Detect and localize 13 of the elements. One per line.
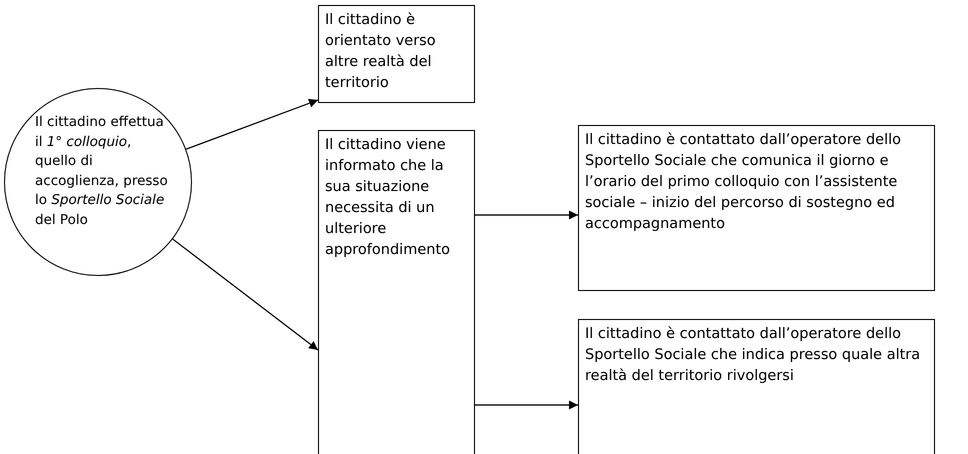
arrow — [475, 400, 578, 410]
node-text: Il cittadino effettua il 1° colloquio, quello di accoglienza, presso lo Sportello Sociale del Polo — [35, 113, 169, 230]
arrow — [186, 98, 318, 150]
node-text: Il cittadino è contattato dall’operatore dello Sportello Sociale che comunica il giorno e l’orario del primo colloquio con l’assistente sociale – inizio del percorso di sostegno ed accompagnamento — [585, 131, 902, 234]
process-box — [578, 125, 935, 291]
node-text: Il cittadino è orientato verso altre realtà del territorio — [325, 11, 437, 93]
arrow — [475, 210, 578, 220]
process-box — [578, 319, 935, 454]
arrow — [172, 238, 318, 350]
process-box — [318, 130, 475, 454]
process-box — [318, 5, 475, 103]
node-text: Il cittadino viene informato che la sua situazione necessita di un ulteriore approfondimento — [325, 136, 451, 260]
node-text: Il cittadino è contattato dall’operatore dello Sportello Sociale che indica presso quale altra realtà del territorio rivolgersi — [585, 325, 922, 386]
